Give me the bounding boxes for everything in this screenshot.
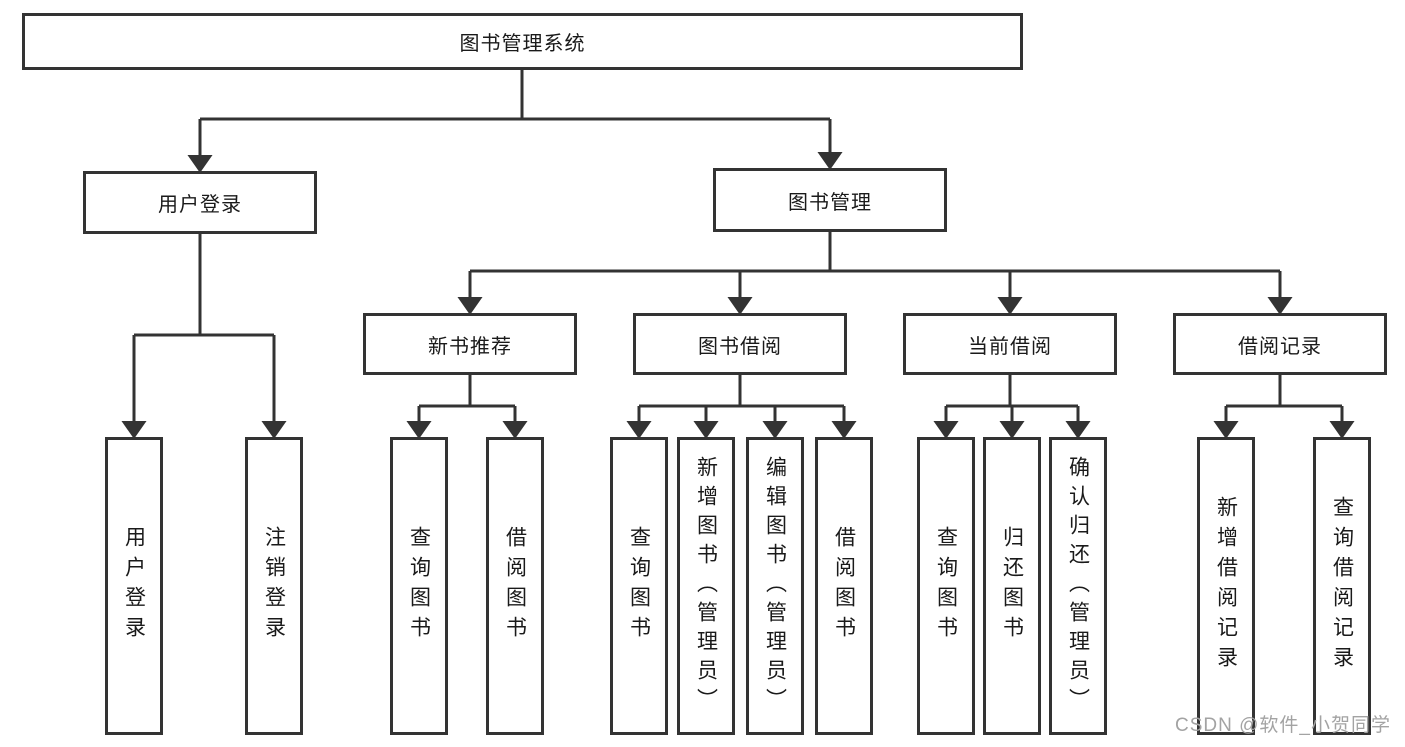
leaf-bb-borrow-books: 借阅图书	[815, 437, 873, 735]
node-borrow-records: 借阅记录	[1173, 313, 1387, 375]
node-label: 借阅记录	[1238, 335, 1322, 358]
node-current-borrow: 当前借阅	[903, 313, 1117, 375]
node-label: 新增图书（管理员）	[694, 455, 718, 717]
node-label: 查询借阅记录	[1330, 496, 1354, 676]
node-new-book-recommend: 新书推荐	[363, 313, 577, 375]
node-book-borrow: 图书借阅	[633, 313, 847, 375]
watermark: CSDN @软件_小贺同学	[1175, 715, 1391, 736]
leaf-nb-query-books: 查询图书	[390, 437, 448, 735]
leaf-cb-confirm-return-admin: 确认归还（管理员）	[1049, 437, 1107, 735]
node-label: 当前借阅	[968, 335, 1052, 358]
leaf-cb-return-books: 归还图书	[983, 437, 1041, 735]
node-label: 查询图书	[627, 526, 651, 646]
leaf-br-add-record: 新增借阅记录	[1197, 437, 1255, 735]
node-label: 编辑图书（管理员）	[763, 455, 787, 717]
node-label: 新书推荐	[428, 335, 512, 358]
leaf-bb-edit-books-admin: 编辑图书（管理员）	[746, 437, 804, 735]
node-label: 图书管理系统	[459, 33, 586, 55]
node-label: 归还图书	[1000, 526, 1024, 646]
node-label: 注销登录	[262, 526, 286, 646]
leaf-bb-query-books: 查询图书	[610, 437, 668, 735]
leaf-bb-add-books-admin: 新增图书（管理员）	[677, 437, 735, 735]
node-label: 借阅图书	[832, 526, 856, 646]
node-label: 查询图书	[934, 526, 958, 646]
node-label: 图书管理	[788, 191, 872, 214]
node-label: 确认归还（管理员）	[1066, 455, 1090, 717]
leaf-nb-borrow-books: 借阅图书	[486, 437, 544, 735]
node-library-management-system: 图书管理系统	[22, 13, 1023, 70]
leaf-cb-query-books: 查询图书	[917, 437, 975, 735]
node-book-management: 图书管理	[713, 168, 947, 232]
node-label: 借阅图书	[503, 526, 527, 646]
node-user-login: 用户登录	[83, 171, 317, 234]
node-label: 用户登录	[158, 194, 242, 216]
node-label: 新增借阅记录	[1214, 496, 1238, 676]
node-label: 图书借阅	[698, 335, 782, 358]
leaf-br-query-record: 查询借阅记录	[1313, 437, 1371, 735]
leaf-logout: 注销登录	[245, 437, 303, 735]
leaf-user-login: 用户登录	[105, 437, 163, 735]
node-label: 用户登录	[122, 526, 146, 646]
node-label: 查询图书	[407, 526, 431, 646]
